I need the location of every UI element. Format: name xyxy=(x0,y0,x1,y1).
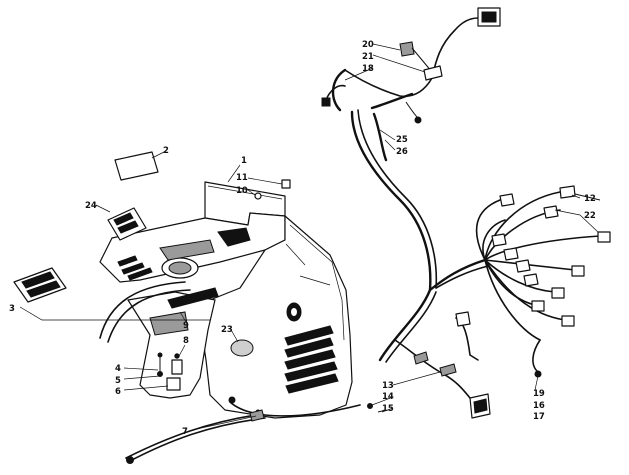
callout-26: 26 xyxy=(396,147,408,157)
console-housing xyxy=(99,179,353,419)
callout-17: 17 xyxy=(533,412,545,422)
decal-2 xyxy=(114,151,159,181)
lower-cable-7 xyxy=(125,401,361,464)
callout-16: 16 xyxy=(533,401,545,411)
leader-lines xyxy=(19,43,599,431)
callout-7: 7 xyxy=(182,427,188,437)
callout-14: 14 xyxy=(382,392,394,402)
callout-22: 22 xyxy=(584,211,596,221)
callout-18: 18 xyxy=(362,64,374,74)
screw-15 xyxy=(377,409,387,413)
callout-13: 13 xyxy=(382,381,394,391)
callout-3: 3 xyxy=(9,304,15,314)
callout-5: 5 xyxy=(115,376,121,386)
callout-8: 8 xyxy=(183,336,189,346)
callout-2: 2 xyxy=(163,146,169,156)
callout-4: 4 xyxy=(115,364,121,374)
callout-1: 1 xyxy=(241,156,247,166)
callout-15: 15 xyxy=(382,404,394,414)
wiring-harness xyxy=(321,7,611,419)
hardware-4-5-6-8 xyxy=(157,352,183,391)
washer-14 xyxy=(367,403,373,409)
callout-6: 6 xyxy=(115,387,121,397)
callout-20: 20 xyxy=(362,40,374,50)
callout-12: 12 xyxy=(584,194,596,204)
decal-3 xyxy=(13,267,67,303)
callout-21: 21 xyxy=(362,52,374,62)
callout-23: 23 xyxy=(221,325,233,335)
callout-11: 11 xyxy=(236,173,248,183)
decal-24 xyxy=(107,207,147,241)
callout-10: 10 xyxy=(236,186,248,196)
callout-24: 24 xyxy=(85,201,97,211)
callout-19: 19 xyxy=(533,389,545,399)
callout-25: 25 xyxy=(396,135,408,145)
callout-9: 9 xyxy=(183,321,189,331)
callout-labels: 1 2 3 4 5 6 7 8 9 10 11 12 13 14 15 16 1… xyxy=(9,40,596,437)
